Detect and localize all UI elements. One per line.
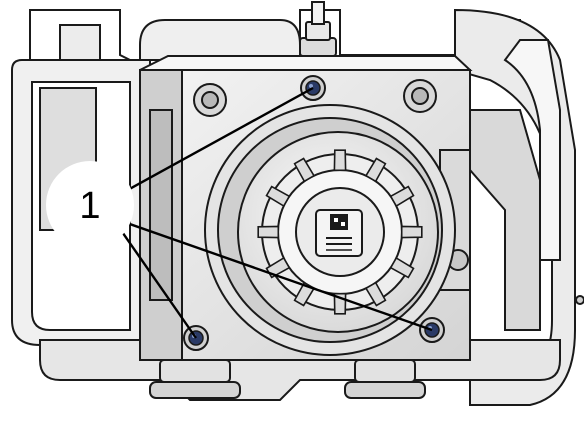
leader-line [123,220,433,332]
cap-rib [389,256,415,279]
round-cap-assembly [204,104,456,356]
leader-line [117,225,197,339]
top-fitting [299,1,337,57]
cap-rib [293,157,316,183]
cap-rib [265,185,291,208]
callout-bubble [46,161,134,249]
cap-rib [389,185,415,208]
cap-rib [257,225,280,239]
callout-number: 1 [79,185,100,227]
callout-1: 1 [46,161,134,249]
cap-rib [265,256,291,279]
cap-rib [293,281,316,307]
mounting-feet [149,359,426,399]
callout-leaders [117,86,433,339]
cap-rib [364,281,387,307]
cap-rib [333,149,347,172]
cap-rib [400,225,423,239]
leader-line [123,86,314,194]
cap-rib [364,157,387,183]
qr-code-icon [330,214,348,230]
